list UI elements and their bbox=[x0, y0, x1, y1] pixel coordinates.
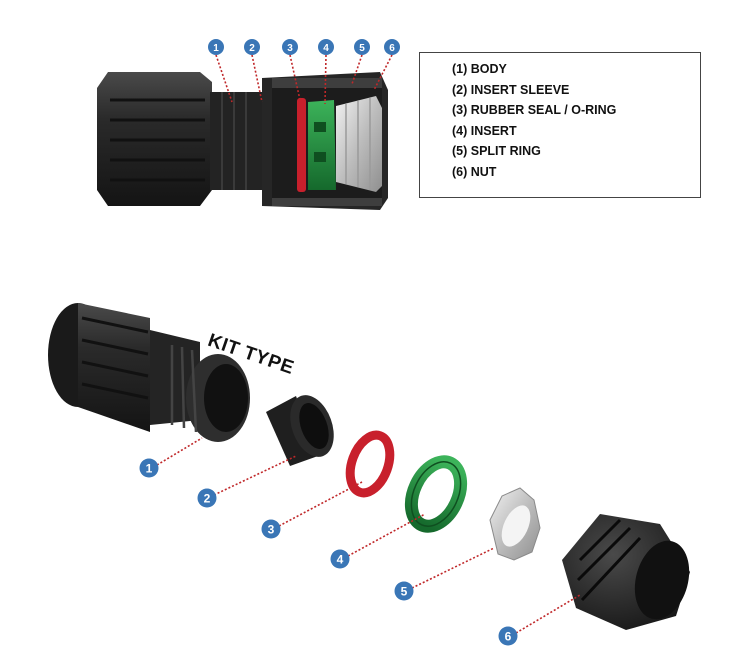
legend-list: (1) BODY (2) INSERT SLEEVE (3) RUBBER SE… bbox=[452, 59, 616, 183]
legend-item-nut: (6) NUT bbox=[452, 164, 497, 179]
top-callout-3: 3 bbox=[282, 39, 298, 55]
part-nut bbox=[562, 514, 690, 630]
svg-text:1: 1 bbox=[146, 462, 153, 476]
insert-section bbox=[308, 100, 336, 190]
svg-text:6: 6 bbox=[505, 630, 512, 644]
part-insert-sleeve bbox=[266, 395, 334, 466]
svg-text:5: 5 bbox=[401, 585, 408, 599]
o-ring-section bbox=[297, 98, 306, 192]
part-body bbox=[48, 303, 250, 442]
top-callout-4: 4 bbox=[318, 39, 334, 55]
svg-text:3: 3 bbox=[287, 43, 293, 54]
bottom-callout-4: 4 bbox=[330, 549, 350, 569]
part-o-ring bbox=[345, 430, 395, 498]
svg-text:4: 4 bbox=[323, 43, 329, 54]
bottom-leader-lines bbox=[156, 437, 581, 634]
bottom-callout-1: 1 bbox=[139, 458, 159, 478]
bottom-callout-3: 3 bbox=[261, 519, 281, 539]
bottom-callout-6: 6 bbox=[498, 626, 518, 646]
body-neck bbox=[210, 92, 262, 190]
split-ring-section bbox=[336, 96, 382, 192]
svg-text:6: 6 bbox=[389, 43, 395, 54]
top-callout-6: 6 bbox=[384, 39, 400, 55]
svg-text:2: 2 bbox=[249, 43, 255, 54]
svg-text:3: 3 bbox=[268, 523, 275, 537]
svg-text:1: 1 bbox=[213, 43, 219, 54]
legend-item-split-ring: (5) SPLIT RING bbox=[452, 144, 541, 159]
legend-item-insert-sleeve: (2) INSERT SLEEVE bbox=[452, 82, 570, 97]
legend-item-rubber-seal: (3) RUBBER SEAL / O-RING bbox=[452, 103, 617, 118]
part-insert bbox=[404, 455, 468, 533]
bottom-callout-5: 5 bbox=[394, 581, 414, 601]
top-callout-2: 2 bbox=[244, 39, 260, 55]
legend-item-insert: (4) INSERT bbox=[452, 123, 517, 138]
legend-item-body: (1) BODY bbox=[452, 62, 507, 76]
top-callouts: 1 2 3 4 5 6 bbox=[208, 39, 400, 55]
svg-text:2: 2 bbox=[204, 492, 211, 506]
top-callout-5: 5 bbox=[354, 39, 370, 55]
bottom-callout-2: 2 bbox=[197, 488, 217, 508]
svg-text:5: 5 bbox=[359, 43, 365, 54]
cutaway-assembly bbox=[97, 72, 388, 210]
parts-legend: (1) BODY (2) INSERT SLEEVE (3) RUBBER SE… bbox=[419, 52, 701, 198]
top-callout-1: 1 bbox=[208, 39, 224, 55]
part-split-ring bbox=[489, 487, 541, 561]
top-leader-lines bbox=[215, 54, 393, 105]
svg-text:4: 4 bbox=[337, 553, 344, 567]
bottom-callouts: 1 2 3 4 5 6 bbox=[139, 458, 518, 646]
